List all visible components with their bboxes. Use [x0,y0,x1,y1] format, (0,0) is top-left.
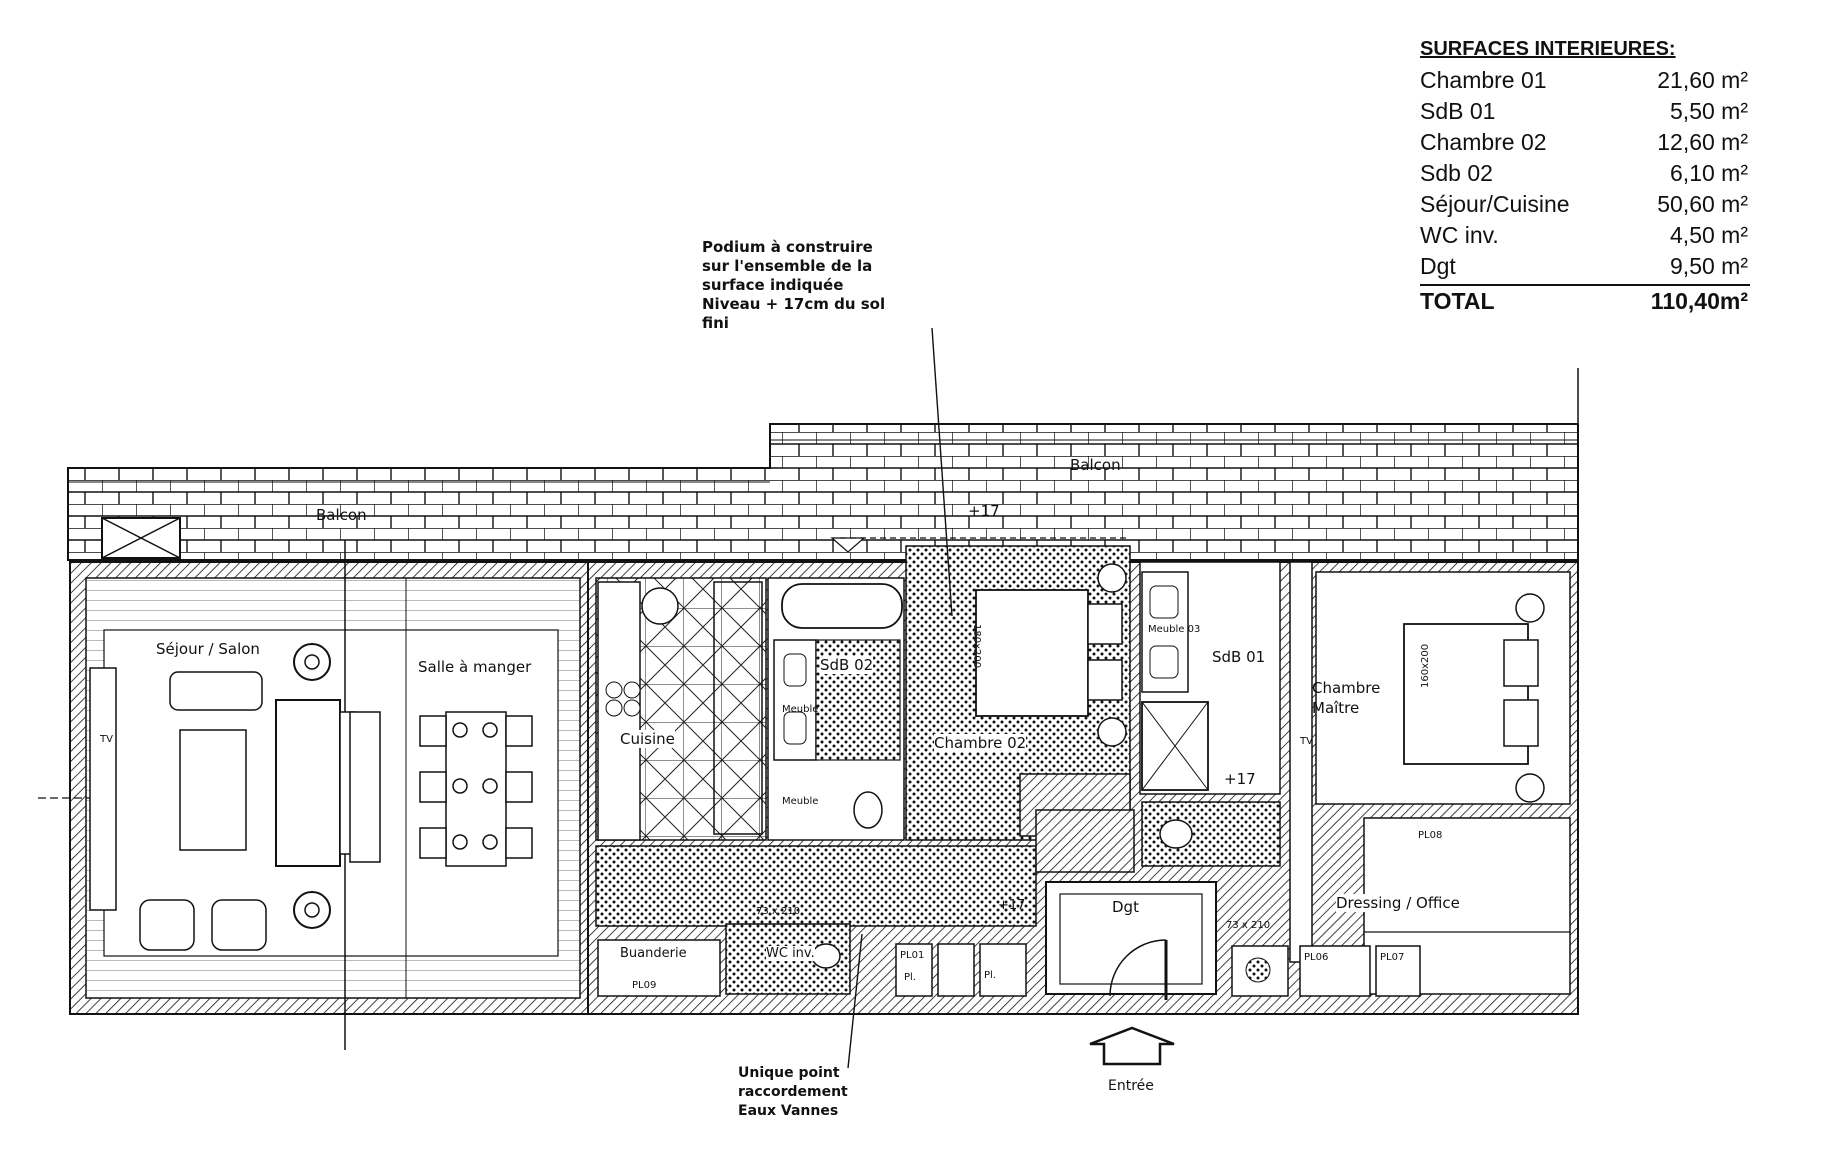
surface-name: WC inv. [1420,222,1499,248]
armchair-1 [139,899,195,951]
placard-label-pl-b: Pl. [984,970,996,981]
room-label-dressing: Dressing / Office [1336,894,1460,912]
door-dimension-1: 73 x 210 [1226,920,1271,931]
room-label-dgt: Dgt [1112,898,1139,916]
surface-row: Séjour/Cuisine 50,60 m² [1420,189,1750,220]
room-label-buanderie: Buanderie [620,946,687,961]
surface-area: 9,50 m² [1670,253,1748,279]
podium-note: Podium à construire sur l'ensemble de la… [702,238,886,332]
sideboard [349,711,381,863]
surface-area: 50,60 m² [1657,191,1748,217]
room-label-sejour: Séjour / Salon [156,640,260,658]
coffee-table [179,729,247,851]
placard-label-pl01: PL01 [900,950,925,961]
placard-label-pl-a: Pl. [904,972,916,983]
room-label-sdb02: SdB 02 [820,656,874,674]
buanderie [597,939,721,997]
tv-label-1: TV [100,734,113,745]
meuble-label-2: Meuble [782,796,819,807]
surface-name: Chambre 01 [1420,67,1547,93]
bed-size-label-2: 160x200 [1420,643,1431,688]
entrance-arrow [1089,1026,1175,1066]
placard-label-pl06: PL06 [1304,952,1329,963]
surface-name: Chambre 02 [1420,129,1547,155]
surface-area: 4,50 m² [1670,222,1748,248]
surface-total-area: 110,40m² [1650,288,1748,314]
surfaces-title: SURFACES INTERIEURES: [1420,38,1676,60]
surface-name: Dgt [1420,253,1456,279]
room-label-chambre-maitre: Chambre Maître [1312,679,1381,717]
surface-row: Chambre 01 21,60 m² [1420,65,1750,96]
bed-size-label-1: 180x200 [971,624,982,669]
balcony-label-right: Balcon [1070,456,1121,474]
placard-label-pl09: PL09 [632,980,657,991]
surface-area: 21,60 m² [1657,67,1748,93]
placard-label-pl08: PL08 [1418,830,1443,841]
room-label-sdb01: SdB 01 [1212,648,1266,666]
balcony-label-left: Balcon [316,506,367,524]
bed-chambre02 [975,589,1089,717]
level-marker-top: +17 [968,502,1000,520]
tv-cabinet [89,667,117,911]
meuble-label-1: Meuble [782,704,819,715]
kitchen-island [713,581,763,835]
surface-area: 5,50 m² [1670,98,1748,124]
surface-name: Séjour/Cuisine [1420,191,1570,217]
room-label-cuisine: Cuisine [620,730,675,748]
bathtub [781,583,903,629]
placard-label-pl07: PL07 [1380,952,1405,963]
entrance-label: Entrée [1108,1078,1154,1094]
surface-row: Chambre 02 12,60 m² [1420,127,1750,158]
balcony-crossed-box [101,517,181,559]
surface-total-row: TOTAL 110,40m² [1420,284,1750,317]
surface-row: Sdb 02 6,10 m² [1420,158,1750,189]
surface-area: 12,60 m² [1657,129,1748,155]
pouf [169,671,263,711]
placard-pl07 [1375,945,1421,997]
armchair-2 [211,899,267,951]
placard-pl06 [1299,945,1371,997]
meuble-label-3: Meuble 03 [1148,624,1201,635]
placard-pl01 [895,943,933,997]
surface-row: SdB 01 5,50 m² [1420,96,1750,127]
raccordement-note: Unique point raccordement Eaux Vannes [738,1065,848,1119]
room-label-chambre02: Chambre 02 [934,734,1027,752]
dining-chairs [419,715,533,859]
surface-row: WC inv. 4,50 m² [1420,220,1750,251]
surface-name: Sdb 02 [1420,160,1493,186]
level-marker-sdb: +17 [1224,770,1256,788]
surface-total-label: TOTAL [1420,288,1495,314]
level-marker-corridor: +17 [998,898,1026,913]
corridor-floor [595,845,1037,927]
balcony [67,423,1579,561]
surfaces-table: SURFACES INTERIEURES: Chambre 01 21,60 m²… [1420,38,1750,317]
tv-label-2: TV [1300,736,1313,747]
toilet-sdb01 [1159,819,1193,849]
surface-row: Dgt 9,50 m² [1420,251,1750,282]
surface-name: SdB 01 [1420,98,1496,124]
room-label-salle: Salle à manger [418,658,532,676]
room-label-wc-inv: WC inv. [766,946,815,961]
toilet-sdb02 [853,791,883,829]
door-dimension-2: 73 x 210 [756,906,801,917]
wall-column [1289,561,1313,963]
surface-area: 6,10 m² [1670,160,1748,186]
sofa [275,699,341,867]
